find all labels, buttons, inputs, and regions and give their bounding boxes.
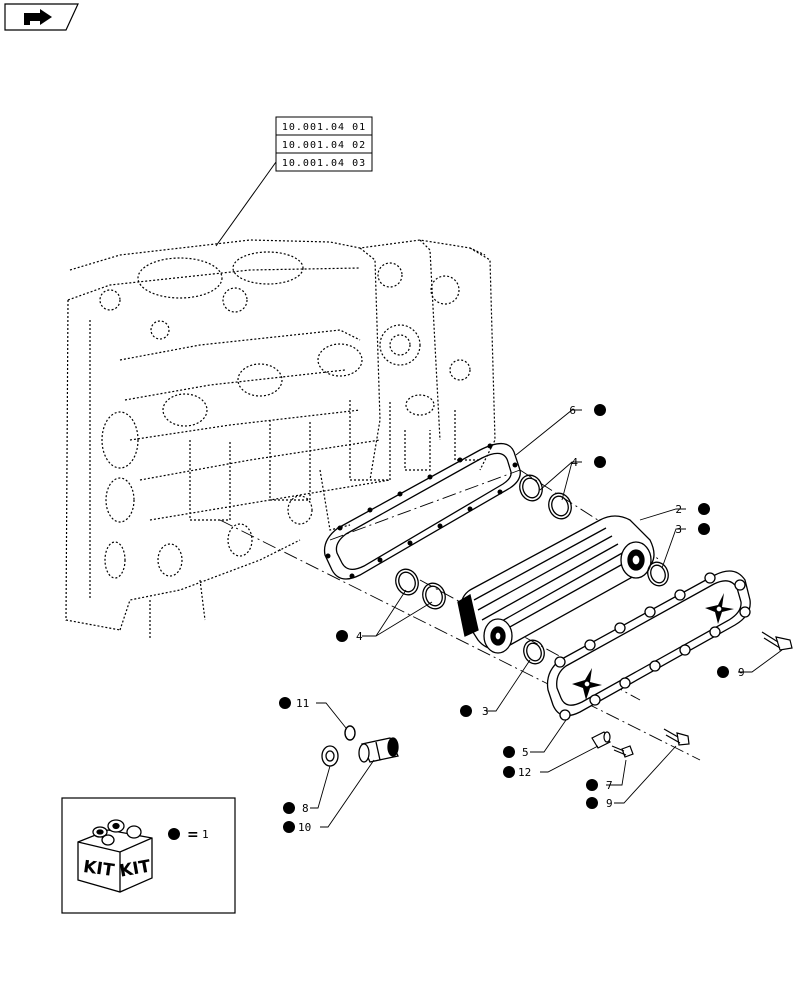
- short-screw: [611, 745, 634, 758]
- callout-8[interactable]: 8: [302, 802, 309, 815]
- callout-3-top[interactable]: 3: [675, 523, 682, 536]
- reference-1[interactable]: 10.001.04 01: [282, 122, 366, 133]
- callout-4-top[interactable]: 4: [571, 456, 578, 469]
- gasket-part: [323, 443, 521, 580]
- callout-12[interactable]: 12: [518, 766, 531, 779]
- callout-4-lower[interactable]: 4: [356, 630, 363, 643]
- engine-block-illustration: [65, 239, 496, 640]
- callouts: 6 4 2 3 4 9 3 11 5 12 7 9 8 10: [279, 404, 745, 834]
- spacer-sleeve: [591, 731, 611, 749]
- snap-ring: [344, 725, 356, 741]
- callout-11[interactable]: 11: [296, 697, 309, 710]
- reference-3[interactable]: 10.001.04 03: [282, 158, 366, 169]
- screw-upper: [761, 631, 793, 651]
- reference-table: 10.001.04 01 10.001.04 02 10.001.04 03: [215, 116, 373, 247]
- oil-cooler-core: [457, 515, 655, 654]
- alignment-centerlines: [219, 469, 701, 761]
- callout-9-lower[interactable]: 9: [606, 797, 613, 810]
- callout-5[interactable]: 5: [522, 746, 529, 759]
- next-page-arrow-icon: [24, 9, 52, 25]
- valve-cartridge: [358, 737, 399, 763]
- legend-value: 1: [202, 828, 209, 841]
- callout-9-upper[interactable]: 9: [738, 666, 745, 679]
- kit-dot-icon: [168, 828, 180, 840]
- o-ring-pair-top: [519, 474, 572, 520]
- cooler-cover-plate: [546, 570, 751, 721]
- callout-3-lower[interactable]: 3: [482, 705, 489, 718]
- o-ring-pair-lower: [395, 568, 446, 610]
- reference-2[interactable]: 10.001.04 02: [282, 140, 366, 151]
- leader-lines: [310, 409, 783, 828]
- callout-6[interactable]: 6: [569, 404, 576, 417]
- callout-10[interactable]: 10: [298, 821, 311, 834]
- kit-label-left: KIT: [82, 857, 116, 881]
- callout-7[interactable]: 7: [606, 779, 613, 792]
- plug-cap: [321, 745, 339, 767]
- o-ring-single: [523, 561, 669, 665]
- next-page-button[interactable]: [4, 3, 79, 31]
- kit-box-icon: [77, 819, 153, 893]
- legend-equals: =: [187, 827, 199, 843]
- callout-2[interactable]: 2: [675, 503, 682, 516]
- screw-lower: [663, 728, 690, 746]
- kit-legend: KIT KIT = 1: [61, 797, 236, 914]
